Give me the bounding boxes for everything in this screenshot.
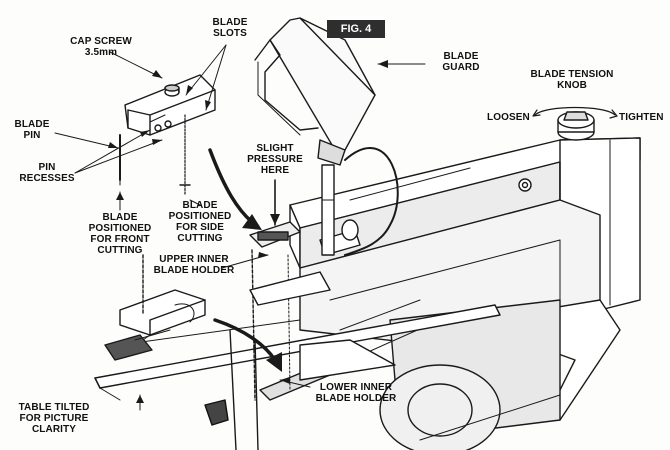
curved-arrowheads	[242, 214, 282, 372]
label-upper-holder-line1: UPPER INNER	[159, 254, 229, 265]
label-side-cutting-line3: FOR SIDE	[175, 222, 225, 233]
label-blade-pin-line1: BLADE	[14, 119, 50, 130]
motor-housing	[339, 299, 561, 450]
label-pin-recesses-line1: PIN	[38, 162, 56, 173]
figure-label: FIG. 4	[327, 20, 385, 38]
label-tighten: TIGHTEN	[619, 112, 664, 123]
label-blade-guard-line2: GUARD	[442, 62, 480, 73]
label-pin-recesses-line2: RECESSES	[19, 173, 75, 184]
label-side-cutting: BLADE POSITIONED FOR SIDE CUTTING	[164, 200, 236, 244]
label-pin-recesses: PIN RECESSES	[18, 162, 76, 184]
label-cap-screw-line2: 3.5mm	[84, 47, 118, 58]
label-blade-tension-knob: BLADE TENSION KNOB	[522, 69, 622, 91]
label-table-tilted-line2: FOR PICTURE	[19, 413, 89, 424]
label-front-cutting-line4: CUTTING	[97, 245, 143, 256]
label-cap-screw-line1: CAP SCREW	[70, 36, 132, 47]
label-front-cutting: BLADE POSITIONED FOR FRONT CUTTING	[84, 212, 156, 256]
lower-mechanism	[204, 339, 396, 426]
label-table-tilted-line1: TABLE TILTED	[18, 402, 90, 413]
curved-arrows	[208, 148, 277, 362]
arrowheads	[108, 60, 388, 403]
label-upper-holder-line2: BLADE HOLDER	[153, 265, 235, 276]
saw-blade	[251, 249, 291, 401]
label-side-cutting-line4: CUTTING	[177, 233, 223, 244]
label-tension-line1: BLADE TENSION	[530, 69, 614, 80]
label-front-cutting-line1: BLADE	[102, 212, 138, 223]
label-slight-pressure-line2: PRESSURE	[247, 154, 303, 165]
label-lower-holder-line2: BLADE HOLDER	[315, 393, 397, 404]
label-blade-slots-line2: SLOTS	[213, 28, 247, 39]
label-blade-slots-line1: BLADE	[212, 17, 248, 28]
blade-guard	[254, 17, 399, 256]
label-blade-pin-line2: PIN	[23, 130, 41, 141]
saw-table	[94, 304, 501, 450]
label-blade-slots: BLADE SLOTS	[204, 17, 256, 39]
label-loosen: LOOSEN	[487, 112, 530, 123]
label-front-cutting-line2: POSITIONED	[88, 223, 152, 234]
label-lower-holder-line1: LOWER INNER	[319, 382, 393, 393]
label-front-cutting-line3: FOR FRONT	[90, 234, 150, 245]
tension-knob	[532, 106, 618, 141]
label-slight-pressure-line1: SLIGHT	[256, 143, 294, 154]
label-slight-pressure: SLIGHT PRESSURE HERE	[244, 143, 306, 176]
label-blade-guard-line1: BLADE	[443, 51, 479, 62]
upper-blade-holder	[249, 219, 361, 306]
label-upper-inner-holder: UPPER INNER BLADE HOLDER	[152, 254, 236, 276]
label-table-tilted: TABLE TILTED FOR PICTURE CLARITY	[9, 402, 99, 435]
label-table-tilted-line3: CLARITY	[31, 424, 77, 435]
exploded-lower-holder	[104, 254, 206, 361]
label-blade-pin: BLADE PIN	[12, 119, 52, 141]
label-side-cutting-line1: BLADE	[182, 200, 218, 211]
label-tension-line2: KNOB	[557, 80, 587, 91]
exploded-blade-holder	[119, 74, 216, 196]
label-slight-pressure-line3: HERE	[260, 165, 290, 176]
label-lower-inner-holder: LOWER INNER BLADE HOLDER	[312, 382, 400, 404]
label-side-cutting-line2: POSITIONED	[168, 211, 232, 222]
label-blade-guard: BLADE GUARD	[436, 51, 486, 73]
label-cap-screw: CAP SCREW 3.5mm	[58, 36, 144, 58]
